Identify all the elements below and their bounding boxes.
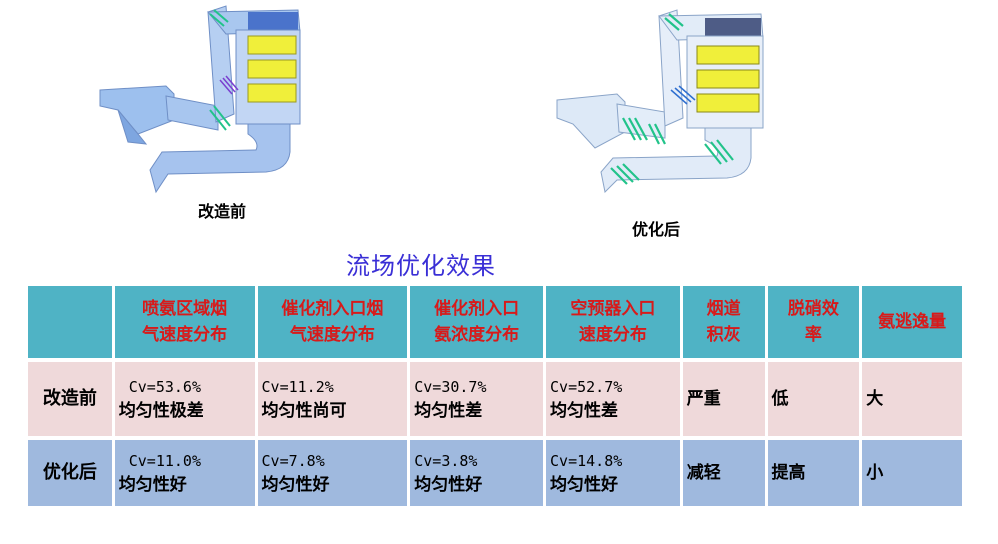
cell-ash: 严重: [682, 362, 765, 440]
comparison-table: 喷氨区域烟气速度分布 催化剂入口烟气速度分布 催化剂入口氨浓度分布 空预器入口速…: [25, 286, 965, 506]
header-aph-inlet-velocity: 空预器入口速度分布: [546, 286, 680, 362]
cell-ammonia-zone: Cv=11.0%均匀性好: [114, 440, 255, 506]
header-corner: [28, 286, 112, 362]
table-row-after: 优化后 Cv=11.0%均匀性好 Cv=7.8%均匀性好 Cv=3.8%均匀性好…: [28, 440, 962, 506]
cell-catalyst-nh3: Cv=3.8%均匀性好: [410, 440, 544, 506]
header-catalyst-inlet-nh3: 催化剂入口氨浓度分布: [410, 286, 544, 362]
cell-ammonia-zone: Cv=53.6%均匀性极差: [114, 362, 255, 440]
table-header-row: 喷氨区域烟气速度分布 催化剂入口烟气速度分布 催化剂入口氨浓度分布 空预器入口速…: [28, 286, 962, 362]
header-catalyst-inlet-velocity: 催化剂入口烟气速度分布: [257, 286, 408, 362]
header-denox-efficiency: 脱硝效率: [767, 286, 860, 362]
cell-slip: 小: [862, 440, 962, 506]
header-ammonia-slip: 氨逃逸量: [862, 286, 962, 362]
page-title: 流场优化效果: [346, 252, 496, 280]
flue-duct-model-after: [556, 9, 764, 193]
after-caption: 优化后: [632, 220, 681, 239]
header-ammonia-zone-velocity: 喷氨区域烟气速度分布: [114, 286, 255, 362]
cell-catalyst-nh3: Cv=30.7%均匀性差: [410, 362, 544, 440]
cell-ash: 减轻: [682, 440, 765, 506]
cell-catalyst-velocity: Cv=7.8%均匀性好: [257, 440, 408, 506]
cell-efficiency: 提高: [767, 440, 860, 506]
header-ash-deposit: 烟道积灰: [682, 286, 765, 362]
flue-duct-model-before: [99, 5, 301, 194]
row-label: 改造前: [28, 362, 112, 440]
table-row-before: 改造前 Cv=53.6%均匀性极差 Cv=11.2%均匀性尚可 Cv=30.7%…: [28, 362, 962, 440]
cell-aph-velocity: Cv=14.8%均匀性好: [546, 440, 680, 506]
cell-efficiency: 低: [767, 362, 860, 440]
cell-aph-velocity: Cv=52.7%均匀性差: [546, 362, 680, 440]
cell-catalyst-velocity: Cv=11.2%均匀性尚可: [257, 362, 408, 440]
cell-slip: 大: [862, 362, 962, 440]
before-caption: 改造前: [198, 202, 247, 221]
row-label: 优化后: [28, 440, 112, 506]
